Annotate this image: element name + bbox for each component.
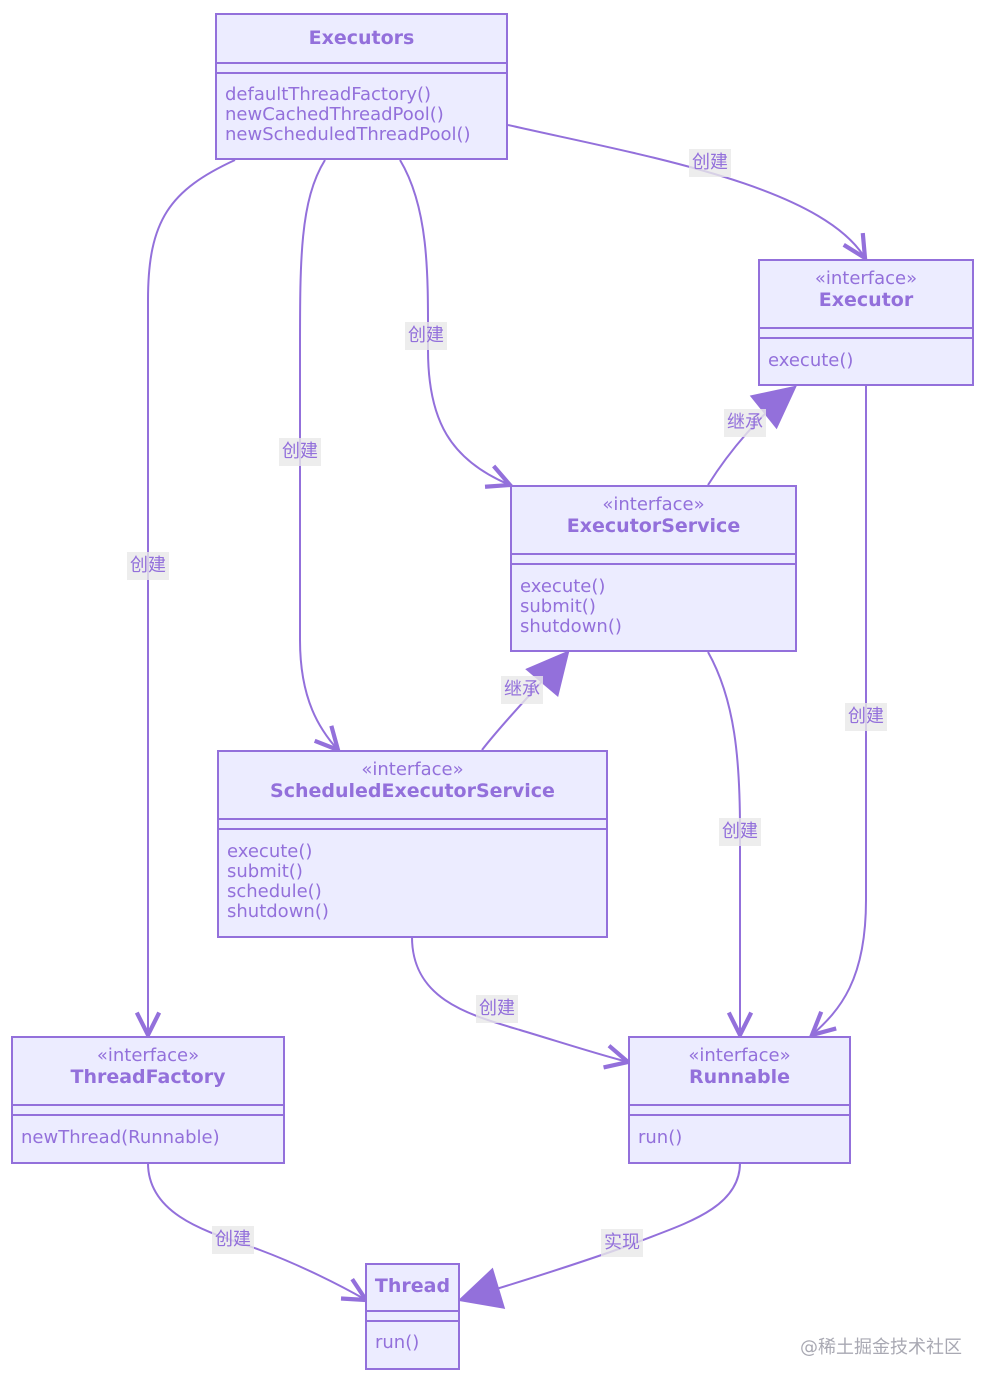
edge-label-executors-scheduledexecutorservice: 创建 (279, 438, 321, 466)
class-name: Executor (818, 289, 914, 311)
class-executor: «interface» Executor execute() (758, 259, 974, 386)
method: run() (638, 1127, 683, 1148)
method-list: newThread(Runnable) (21, 1128, 220, 1148)
stereotype: «interface» (688, 1045, 791, 1066)
separator (13, 1104, 283, 1106)
separator (630, 1104, 849, 1106)
separator (760, 337, 972, 339)
method: newThread(Runnable) (21, 1127, 220, 1148)
edge-threadfactory-thread (147, 1162, 366, 1300)
edge-executorservice-runnable (707, 651, 740, 1035)
method: newScheduledThreadPool() (225, 124, 471, 145)
separator (217, 72, 506, 74)
class-name: Runnable (688, 1066, 791, 1088)
stereotype: «interface» (602, 494, 705, 515)
edge-scheduledexecutorservice-runnable (411, 936, 628, 1062)
edge-executor-runnable (812, 386, 867, 1035)
stereotype: «interface» (361, 759, 464, 780)
separator (219, 818, 606, 820)
method: newCachedThreadPool() (225, 104, 444, 125)
class-name: Thread (374, 1275, 451, 1297)
separator (367, 1310, 458, 1312)
method-list: execute() submit() schedule() shutdown() (227, 842, 329, 922)
edge-label-runnable-thread: 实现 (601, 1229, 643, 1257)
method-list: execute() submit() shutdown() (520, 577, 622, 637)
class-name: ThreadFactory (70, 1066, 226, 1088)
edge-label-scheduled-runnable: 创建 (476, 995, 518, 1023)
method: submit() (227, 861, 303, 882)
class-thread: Thread run() (365, 1263, 460, 1370)
separator (760, 327, 972, 329)
class-name: ScheduledExecutorService (270, 780, 555, 802)
separator (512, 563, 795, 565)
separator (630, 1114, 849, 1116)
method-list: execute() (768, 351, 853, 371)
edge-executors-scheduledexecutorservice (299, 159, 338, 750)
edge-label-executors-executorservice: 创建 (405, 322, 447, 350)
method: schedule() (227, 881, 322, 902)
edge-label-executorservice-executor: 继承 (724, 409, 766, 437)
separator (367, 1320, 458, 1322)
edge-label-executors-threadfactory: 创建 (127, 552, 169, 580)
method-list: run() (375, 1333, 419, 1353)
class-name: Executors (308, 27, 415, 49)
method: execute() (768, 350, 854, 371)
stereotype: «interface» (96, 1045, 200, 1066)
class-thread-factory: «interface» ThreadFactory newThread(Runn… (11, 1036, 285, 1164)
method: submit() (520, 596, 596, 617)
class-runnable: «interface» Runnable run() (628, 1036, 851, 1164)
separator (512, 553, 795, 555)
method: defaultThreadFactory() (225, 84, 432, 105)
separator (13, 1114, 283, 1116)
class-executors: Executors defaultThreadFactory() newCach… (215, 13, 508, 160)
method-list: run() (638, 1128, 682, 1148)
method: shutdown() (520, 616, 622, 637)
class-name: ExecutorService (566, 515, 741, 537)
stereotype: «interface» (814, 268, 918, 289)
edge-label-threadfactory-thread: 创建 (212, 1226, 254, 1254)
edge-runnable-thread (460, 1162, 741, 1300)
method: shutdown() (227, 901, 329, 922)
separator (219, 828, 606, 830)
edge-executors-executor (507, 124, 865, 258)
watermark: @稀土掘金技术社区 (800, 1337, 962, 1358)
edge-label-executors-executor: 创建 (689, 149, 731, 177)
edge-label-executorservice-runnable: 创建 (719, 818, 761, 846)
method: run() (375, 1332, 420, 1353)
edge-label-executor-runnable: 创建 (845, 703, 887, 731)
method: execute() (520, 576, 606, 597)
class-scheduled-executor-service: «interface» ScheduledExecutorService exe… (217, 750, 608, 938)
edge-executors-threadfactory (148, 159, 236, 1035)
class-executor-service: «interface» ExecutorService execute() su… (510, 485, 797, 652)
method-list: defaultThreadFactory() newCachedThreadPo… (225, 85, 471, 145)
edge-label-scheduled-executorservice: 继承 (501, 676, 543, 704)
method: execute() (227, 841, 313, 862)
separator (217, 62, 506, 64)
